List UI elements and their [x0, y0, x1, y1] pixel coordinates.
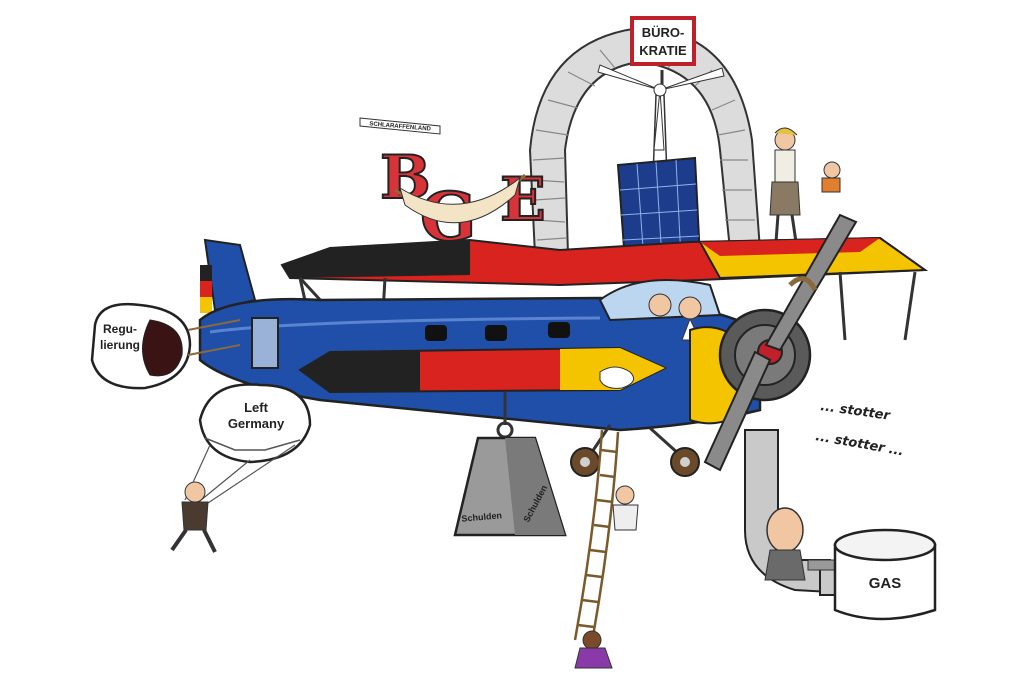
stutter-text-1: ... stotter: [819, 399, 892, 424]
landing-gear: [570, 424, 700, 477]
parachutist: [170, 481, 217, 553]
upper-wing: [280, 236, 928, 287]
parachute: Left Germany: [184, 383, 312, 506]
sign-text-line1: BÜRO-: [642, 25, 685, 40]
bge-letters: B G E: [379, 142, 547, 257]
sign-text-line2: KRATIE: [639, 43, 687, 58]
buerokratie-sign: BÜRO- KRATIE: [630, 16, 696, 100]
weight-text-left: Schulden: [461, 510, 502, 523]
svg-text:E: E: [500, 165, 546, 235]
rope-ladder: [573, 429, 620, 643]
schulden-weight: Schulden Schulden: [453, 392, 567, 537]
sack-text-line1: Regu-: [103, 322, 137, 336]
ladder-climbers: [574, 485, 639, 669]
banner-text: SCHLARAFFENLAND: [369, 121, 432, 132]
tail: [200, 238, 257, 313]
gas-tank: GAS: [833, 528, 937, 621]
woman-with-child: [769, 127, 841, 243]
schlaraffenland-banner: SCHLARAFFENLAND: [359, 117, 441, 135]
stutter-text-2: ... stotter ...: [814, 429, 904, 459]
man-at-gas-valve: [764, 507, 839, 581]
gas-tank-label: GAS: [869, 575, 902, 592]
engine-propeller: [703, 213, 858, 472]
parachute-text-line1: Left: [244, 400, 269, 415]
lower-wing: [298, 346, 668, 394]
regulierung-sack: Regu- lierung: [90, 302, 241, 390]
parachute-text-line2: Germany: [228, 416, 285, 431]
sack-text-line2: lierung: [100, 338, 140, 352]
